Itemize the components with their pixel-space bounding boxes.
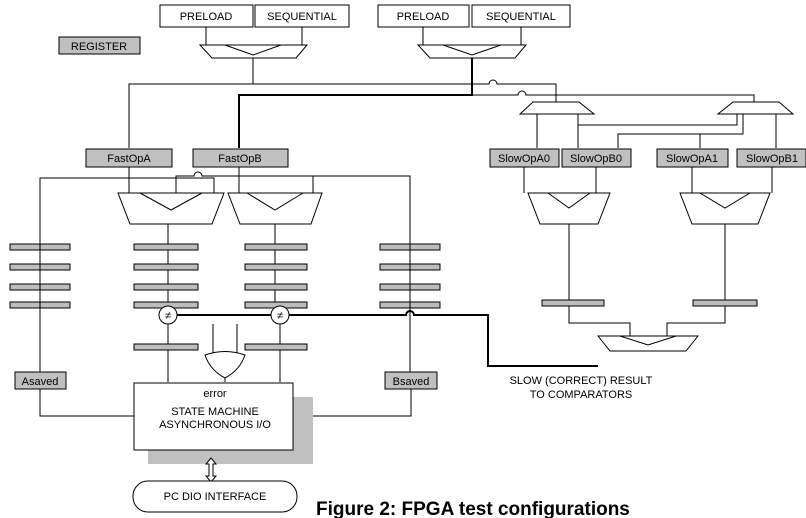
comparator-b-symbol: ≠ <box>277 310 283 322</box>
fastopb-register <box>192 148 289 168</box>
register-legend-label: REGISTER <box>71 41 127 53</box>
top-mux-2 <box>416 44 528 59</box>
slow-mux-a <box>518 101 596 115</box>
sequential-label-2: SEQUENTIAL <box>486 11 556 23</box>
slow-result-mux <box>596 335 700 352</box>
fastopa-label: FastOpA <box>107 153 151 165</box>
bidirectional-arrow-icon <box>204 457 218 483</box>
fast-mux-b <box>227 192 323 225</box>
state-machine-label: STATE MACHINE <box>171 406 259 418</box>
slowopb0-label: SlowOpB0 <box>570 153 622 165</box>
or-gate <box>204 351 246 379</box>
top-mux-1 <box>198 44 309 59</box>
slowopb1-label: SlowOpB1 <box>746 153 798 165</box>
state-machine-box <box>133 382 294 451</box>
slow-result-label-1: SLOW (CORRECT) RESULT <box>510 375 653 387</box>
async-io-label: ASYNCHRONOUS I/O <box>159 419 271 431</box>
pipe-bar <box>133 263 199 271</box>
pc-dio-interface-box <box>132 480 298 513</box>
pipe-bar <box>244 343 308 351</box>
preload-label-1: PRELOAD <box>180 11 233 23</box>
fast-mux-a <box>117 192 225 225</box>
slowopa1-label: SlowOpA1 <box>666 153 718 165</box>
figure-caption: Figure 2: FPGA test configurations <box>316 499 630 518</box>
sequential-label-1: SEQUENTIAL <box>267 11 337 23</box>
error-label: error <box>203 388 227 400</box>
slow-mux-b <box>716 101 795 115</box>
bsaved-label: Bsaved <box>393 376 430 388</box>
pipe-bar <box>692 299 758 307</box>
asaved-label: Asaved <box>22 376 59 388</box>
slow-result-label-2: TO COMPARATORS <box>530 389 632 401</box>
pipe-bar <box>244 263 308 271</box>
pipe-bar <box>133 243 199 251</box>
pipe-bar <box>244 283 308 291</box>
pipe-bar <box>133 283 199 291</box>
register-legend-box <box>58 36 141 55</box>
fastopb-label: FastOpB <box>218 153 261 165</box>
pipe-bar <box>541 299 605 307</box>
pipe-bar <box>133 343 199 351</box>
slowopa0-label: SlowOpA0 <box>498 153 550 165</box>
preload-label-2: PRELOAD <box>397 11 450 23</box>
comparator-a-symbol: ≠ <box>165 310 171 322</box>
pipe-bar <box>244 243 308 251</box>
pc-dio-interface-label: PC DIO INTERFACE <box>164 491 267 503</box>
